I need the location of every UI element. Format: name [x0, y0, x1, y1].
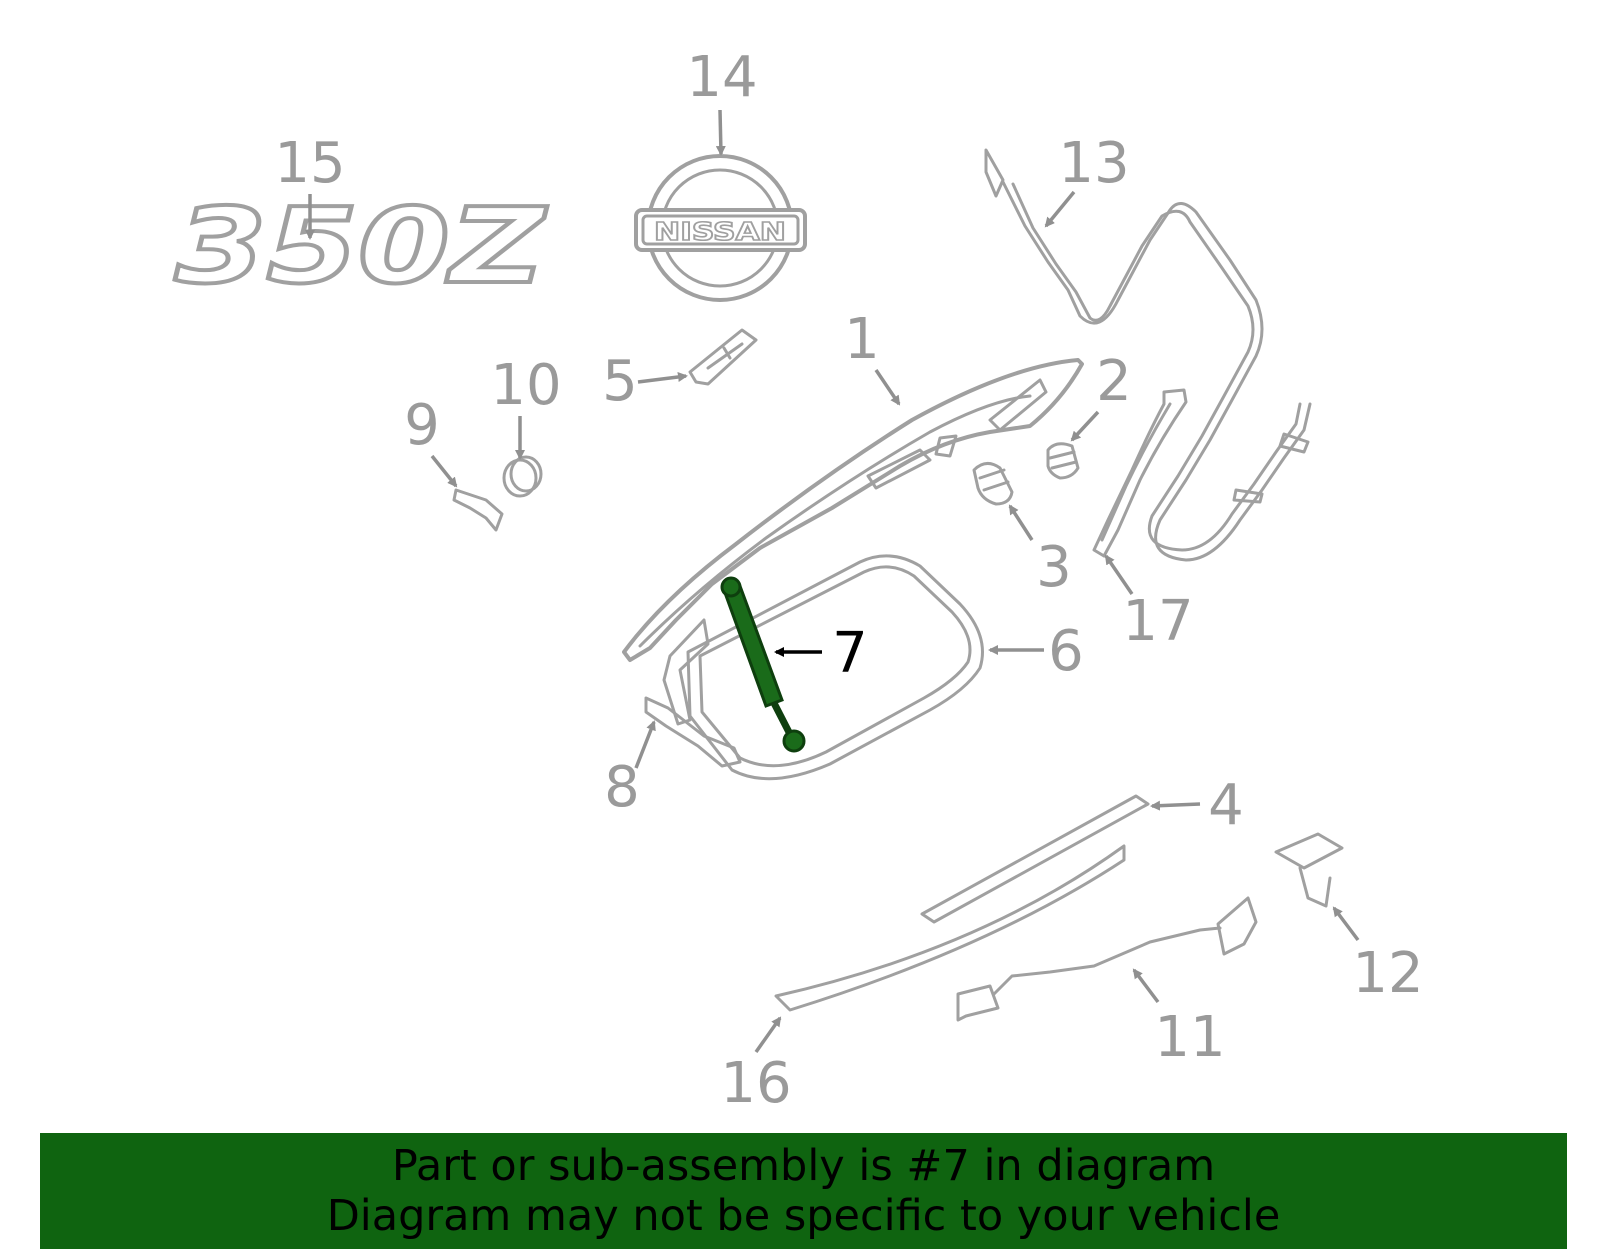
callout-4: 4 — [1208, 773, 1244, 838]
badge-350z-text: 350Z — [175, 185, 547, 307]
callout-10: 10 — [490, 353, 561, 418]
hood-seal-part — [686, 554, 984, 781]
hood-clip-part — [688, 328, 758, 386]
hood-latch-part — [956, 896, 1258, 1022]
arrow-1 — [874, 369, 901, 406]
arrow-11 — [1132, 968, 1160, 1004]
arrow-14 — [715, 109, 726, 156]
arrow-3 — [1008, 504, 1034, 541]
hood-garnish-part — [774, 844, 1126, 1012]
arrow-5 — [637, 372, 688, 384]
callout-6: 6 — [1048, 619, 1084, 684]
callout-5: 5 — [602, 349, 638, 414]
hood-striker-part — [1274, 832, 1344, 908]
badge-350z-part: 350Z — [173, 183, 549, 309]
emblem-text: NISSAN — [654, 217, 786, 246]
callout-3: 3 — [1036, 535, 1072, 600]
grommet-part — [502, 455, 543, 498]
arrow-16 — [754, 1016, 782, 1054]
info-banner: Part or sub-assembly is #7 in diagram Di… — [40, 1133, 1567, 1249]
banner-line-2: Diagram may not be specific to your vehi… — [326, 1191, 1281, 1241]
rubber-stop-part — [972, 462, 1014, 506]
release-cable-part — [984, 148, 1312, 562]
callout-2: 2 — [1096, 349, 1132, 414]
callout-9: 9 — [404, 393, 440, 458]
callout-16: 16 — [720, 1051, 791, 1116]
hood-molding-part — [920, 794, 1150, 924]
arrow-8 — [634, 720, 656, 769]
hood-hinge-part — [644, 618, 742, 768]
hood-part — [622, 358, 1084, 662]
arrow-2 — [1070, 410, 1100, 442]
arrow-4 — [1150, 800, 1201, 811]
callout-15: 15 — [274, 131, 345, 196]
callout-13: 13 — [1058, 131, 1129, 196]
weatherstrip-part — [1092, 388, 1188, 558]
hood-bumper-part — [1046, 442, 1080, 480]
arrow-12 — [1332, 906, 1360, 942]
banner-line-1: Part or sub-assembly is #7 in diagram — [391, 1141, 1216, 1191]
callout-1: 1 — [844, 307, 880, 372]
arrow-9 — [430, 454, 458, 488]
callout-7: 7 — [832, 621, 868, 686]
callout-11: 11 — [1154, 1005, 1225, 1070]
callout-17: 17 — [1122, 589, 1193, 654]
callout-8: 8 — [604, 755, 640, 820]
arrow-13 — [1044, 190, 1076, 228]
hood-lift-support-part — [720, 576, 806, 753]
callout-12: 12 — [1352, 941, 1423, 1006]
arrow-17 — [1104, 554, 1134, 595]
hood-rod-part — [452, 488, 504, 532]
callout-14: 14 — [686, 45, 757, 110]
nissan-emblem-part: NISSAN — [634, 154, 807, 302]
